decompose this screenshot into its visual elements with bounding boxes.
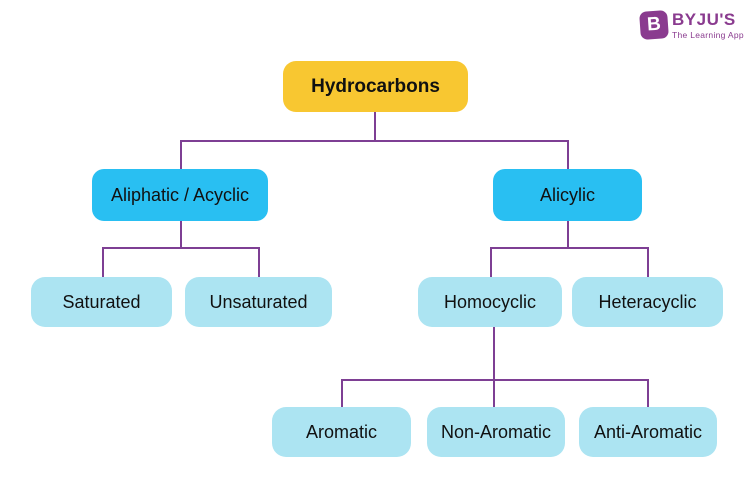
node-alicylic: Alicylic bbox=[493, 169, 642, 221]
connector-alicylic-crossbar bbox=[490, 247, 648, 249]
connector-root-stem bbox=[374, 112, 376, 141]
node-non-aromatic: Non-Aromatic bbox=[427, 407, 565, 457]
node-anti-aromatic: Anti-Aromatic bbox=[579, 407, 717, 457]
byjus-tagline: The Learning App bbox=[672, 30, 744, 40]
byjus-logo: B BYJU'S The Learning App bbox=[639, 10, 744, 40]
connector-aliphatic-stem bbox=[180, 221, 182, 248]
node-unsaturated: Unsaturated bbox=[185, 277, 332, 327]
connector-aliphatic-crossbar bbox=[102, 247, 259, 249]
connector-drop-saturated bbox=[102, 247, 104, 277]
connector-homocyclic-stem bbox=[493, 327, 495, 407]
byjus-logo-text: BYJU'S The Learning App bbox=[672, 11, 744, 40]
connector-drop-aromatic bbox=[341, 379, 343, 407]
connector-drop-alicylic bbox=[567, 140, 569, 169]
connector-alicylic-stem bbox=[567, 221, 569, 248]
connector-drop-aliphatic bbox=[180, 140, 182, 169]
byjus-logo-icon: B bbox=[639, 10, 669, 40]
connector-drop-homocyclic bbox=[490, 247, 492, 277]
node-hydrocarbons: Hydrocarbons bbox=[283, 61, 468, 112]
connector-homocyclic-crossbar bbox=[341, 379, 648, 381]
node-saturated: Saturated bbox=[31, 277, 172, 327]
node-heteracyclic: Heteracyclic bbox=[572, 277, 723, 327]
connector-drop-unsaturated bbox=[258, 247, 260, 277]
connector-drop-heteracyclic bbox=[647, 247, 649, 277]
node-aromatic: Aromatic bbox=[272, 407, 411, 457]
connector-level1-crossbar bbox=[180, 140, 569, 142]
connector-drop-anti-aromatic bbox=[647, 379, 649, 407]
node-homocyclic: Homocyclic bbox=[418, 277, 562, 327]
byjus-brand-name: BYJU'S bbox=[672, 10, 736, 29]
node-aliphatic-acyclic: Aliphatic / Acyclic bbox=[92, 169, 268, 221]
